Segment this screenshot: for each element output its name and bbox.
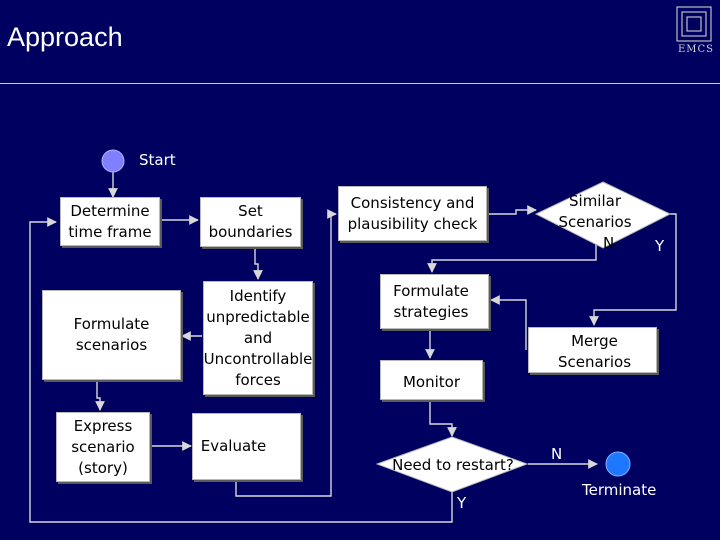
connector-restart-y-to-determine — [29, 217, 453, 523]
express-scenario-label: Express scenario (story) — [71, 416, 135, 477]
formulate-scenarios-label: Formulate scenarios — [73, 315, 150, 354]
evaluate-box — [192, 413, 301, 480]
merge-scenarios-label: Merge Scenarios — [557, 332, 632, 371]
consistency-check-label: Consistency and plausibility check — [347, 193, 478, 233]
identify-forces-label: Identify unpredictable and Uncontrollabl… — [203, 286, 313, 389]
formulate-strategies-box — [380, 274, 489, 329]
determine-time-frame-box — [60, 197, 160, 246]
connector-set-to-identify — [253, 248, 263, 280]
similar-n-branch-label: N — [603, 234, 615, 252]
page-title: Approach — [7, 22, 123, 52]
formulate-strategies-label: Formulate strategies — [393, 281, 469, 321]
emcs-logo-icon — [676, 6, 712, 42]
need-restart-label: Need to restart? — [392, 455, 514, 474]
logo-text: EMCS — [677, 44, 715, 55]
determine-time-frame-label: Determine time frame — [68, 201, 152, 241]
connector-consistency-to-similar — [487, 205, 537, 215]
connector-evaluate-to-consistency — [235, 209, 337, 497]
need-restart-diamond — [375, 436, 529, 493]
header-divider — [0, 83, 720, 84]
connector-similar-n-to-strategies — [427, 238, 597, 273]
connector-monitor-to-restart — [429, 400, 457, 437]
merge-scenarios-box — [528, 327, 657, 373]
evaluate-label: Evaluate — [200, 436, 267, 455]
set-boundaries-box — [200, 197, 301, 247]
consistency-check-box — [338, 186, 487, 241]
monitor-label: Monitor — [402, 372, 461, 391]
similar-scenarios-diamond — [534, 181, 672, 249]
similar-scenarios-label: Similar Scenarios — [558, 192, 632, 231]
terminate-label: Terminate — [582, 481, 657, 499]
connector-formulate-to-express — [95, 380, 105, 411]
monitor-box — [380, 360, 483, 400]
connector-similar-y-to-merge — [589, 213, 677, 326]
identify-forces-box — [203, 281, 313, 395]
express-scenario-box — [56, 412, 150, 482]
set-boundaries-label: Set boundaries — [208, 202, 293, 241]
start-node-icon — [101, 149, 125, 173]
formulate-scenarios-box — [42, 290, 181, 380]
start-label: Start — [139, 151, 176, 169]
terminate-node-icon — [605, 451, 631, 477]
similar-y-branch-label: Y — [655, 237, 665, 255]
connector-merge-to-strategies — [490, 295, 527, 350]
restart-y-branch-label: Y — [457, 494, 467, 512]
restart-n-branch-label: N — [551, 445, 563, 463]
